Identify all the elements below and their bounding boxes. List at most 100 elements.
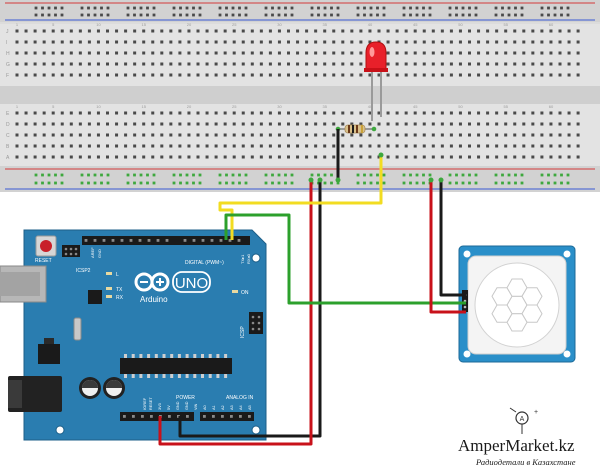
rail-hole (80, 173, 84, 177)
rail-hole (560, 181, 563, 185)
column-numbers: 1155101015152020252530303535404045455050… (16, 22, 554, 109)
microcontroller (120, 358, 232, 374)
breadboard-hole (558, 62, 562, 66)
breadboard-hole (413, 133, 417, 137)
rail-hole (310, 173, 314, 177)
breadboard-hole (151, 144, 155, 148)
pir-header-pins (462, 290, 468, 312)
rail-hole (514, 173, 517, 177)
mcu-pin (170, 354, 174, 358)
breadboard-hole (241, 122, 245, 126)
breadboard-hole (522, 62, 526, 66)
breadboard-hole (386, 144, 390, 148)
wire-endpoint (428, 177, 434, 183)
rail-hole (87, 13, 90, 17)
mcu-pin (177, 374, 181, 378)
mcu-pin (124, 354, 127, 358)
breadboard-hole (178, 40, 182, 44)
breadboard-hole (413, 62, 417, 66)
svg-text:A: A (520, 416, 525, 423)
breadboard-hole (151, 122, 155, 126)
breadboard-hole (323, 51, 327, 55)
breadboard-hole (160, 155, 164, 159)
rail-hole (330, 13, 333, 17)
rail-hole (317, 6, 320, 10)
breadboard-hole (576, 144, 580, 148)
breadboard-hole (513, 133, 517, 137)
breadboard-hole (422, 155, 426, 159)
breadboard-hole (196, 51, 200, 55)
breadboard-hole (377, 155, 381, 159)
aref-label: AREF (90, 247, 95, 258)
breadboard-hole (576, 29, 580, 33)
breadboard-hole (259, 111, 263, 115)
breadboard-hole (296, 155, 300, 159)
status-leds: L TX RX (106, 272, 124, 301)
power-pin-label: GND (185, 401, 189, 410)
rail-hole (540, 13, 544, 17)
breadboard-hole (404, 29, 408, 33)
rail-hole (376, 173, 379, 177)
pir-sensor (458, 245, 576, 363)
breadboard-hole (522, 29, 526, 33)
breadboard-hole (232, 40, 236, 44)
breadboard-hole (540, 73, 544, 77)
breadboard-hole (377, 144, 381, 148)
rail-hole (422, 13, 425, 17)
breadboard-hole (15, 144, 19, 148)
breadboard-hole (368, 133, 372, 137)
breadboard-hole (106, 111, 109, 115)
rail-hole (455, 173, 458, 177)
breadboard-hole (69, 155, 73, 159)
breadboard-hole (51, 40, 55, 44)
breadboard-hole (449, 51, 453, 55)
breadboard-hole (287, 73, 290, 77)
breadboard-hole (287, 144, 290, 148)
breadboard-hole (250, 73, 254, 77)
rail-hole (468, 6, 471, 10)
breadboard-hole (468, 133, 471, 137)
breadboard-hole (187, 111, 191, 115)
breadboard-hole (422, 51, 426, 55)
power-pin (132, 415, 135, 418)
breadboard-hole (323, 62, 327, 66)
breadboard-hole (196, 122, 200, 126)
rail-hole (317, 13, 320, 17)
rail-hole (264, 181, 268, 185)
breadboard-hole (413, 51, 417, 55)
analog-pin (203, 415, 206, 418)
rail-hole (60, 6, 64, 10)
column-number: 55 (503, 104, 508, 109)
pir-lens-hex (521, 287, 543, 306)
rail-hole (60, 181, 64, 185)
breadboard-hole (160, 122, 164, 126)
top-power-rail (0, 0, 600, 22)
column-number: 60 (549, 104, 554, 109)
breadboard-hole (259, 62, 263, 66)
breadboard-hole (78, 144, 82, 148)
breadboard-hole (151, 29, 155, 33)
breadboard-hole (531, 144, 535, 148)
breadboard-hole (540, 133, 544, 137)
breadboard-hole (576, 155, 580, 159)
breadboard-hole (296, 29, 300, 33)
breadboard-hole (341, 73, 345, 77)
breadboard-hole (549, 133, 553, 137)
power-pin (150, 415, 153, 418)
breadboard-hole (232, 155, 236, 159)
breadboard-hole (332, 40, 336, 44)
breadboard-hole (468, 62, 471, 66)
breadboard-hole (359, 144, 363, 148)
rail-hole (218, 173, 222, 177)
breadboard-hole (24, 122, 28, 126)
breadboard-hole (341, 111, 345, 115)
power-pin-label: RESET (149, 397, 153, 410)
breadboard-hole (486, 111, 490, 115)
mcu-pin (177, 354, 181, 358)
rail-hole (468, 173, 471, 177)
rail-hole (185, 173, 189, 177)
breadboard-hole (187, 133, 191, 137)
breadboard-hole (350, 111, 354, 115)
rail-hole (271, 13, 274, 17)
breadboard-hole (96, 51, 100, 55)
